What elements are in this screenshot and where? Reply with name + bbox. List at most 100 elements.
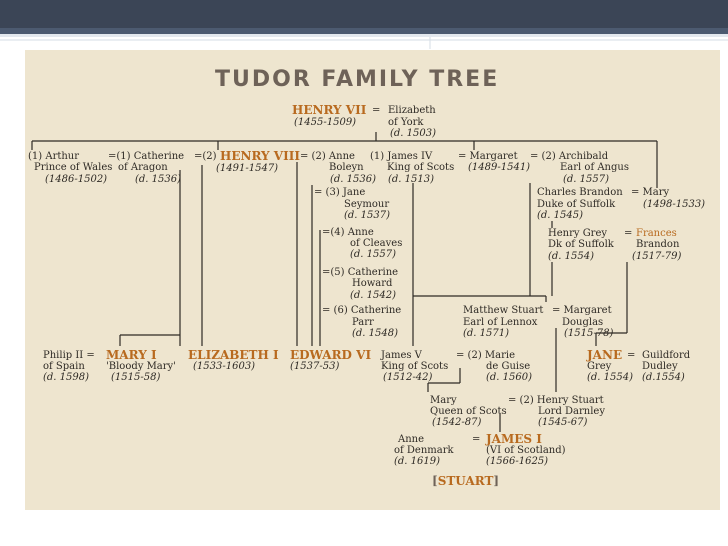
james-v-dates: (1512-42) [383,372,433,383]
marie-guise-dates: (d. 1560) [486,372,533,383]
stuart-bracket-close: ] [493,474,500,488]
catherine-aragon-l2: of Aragon [118,162,168,173]
james-iv-l1: (1) James IV [370,151,433,162]
marie-guise-l2: de Guise [486,361,531,372]
anne-cleves-l1: =(4) Anne [322,227,374,238]
slide-panel [25,50,720,510]
marie-guise-l1: = (2) Marie [456,350,515,361]
darnley-l1: = (2) Henry Stuart [508,395,604,406]
frances-l2: Brandon [636,239,680,250]
margaret-douglas-l2: Douglas [562,317,604,328]
james-iv-dates: (d. 1513) [388,174,435,185]
henry-vii-equals: = [372,105,381,116]
stuart-label: [STUART] [432,475,499,488]
henry-grey-dates: (d. 1554) [548,251,595,262]
james-iv-l2: King of Scots [387,162,455,173]
charles-brandon-l1: Charles Brandon [537,187,623,198]
mary-i-name: MARY I [106,348,157,362]
mary-scots-dates: (1542-87) [432,417,482,428]
anne-boleyn-l2: Boleyn [329,162,364,173]
catherine-aragon-eq2: =(2) [194,151,217,162]
edward-vi-dates: (1537-53) [290,361,340,372]
frances-equals: = [624,228,633,239]
anne-denmark-l1: Anne [398,434,425,445]
philip-ii-l1: Philip II = [43,350,95,361]
darnley-l2: Lord Darnley [538,406,605,417]
anne-denmark-l2: of Denmark [394,445,454,456]
elizabeth-i-name: ELIZABETH I [188,348,279,362]
edward-vi-name: EDWARD VI [290,348,372,362]
anne-boleyn-dates: (d. 1536) [330,174,377,185]
guildford-l2: Dudley [642,361,678,372]
darnley-dates: (1545-67) [538,417,588,428]
henry-viii-equals-anne: = (2) Anne [300,151,355,162]
frances-l1: Frances [636,228,677,239]
archibald-l1: = (2) Archibald [530,151,609,162]
henry-vii-dates: (1455-1509) [294,117,357,128]
elizabeth-i-dates: (1533-1603) [193,361,256,372]
philip-ii-l2: of Spain [43,361,85,372]
henry-viii-dates: (1491-1547) [216,163,279,174]
decorative-corner-lines [0,37,728,49]
arthur-dates: (1486-1502) [45,174,108,185]
title-bar-highlight [0,34,728,37]
anne-cleves-l2: of Cleaves [350,238,403,249]
catherine-aragon-dates: (d. 1536) [135,174,182,185]
mary-scots-l2: Queen of Scots [430,406,507,417]
charles-brandon-l2: Duke of Suffolk [537,199,616,210]
james-i-l2: (VI of Scotland) [486,445,566,456]
james-i-name: JAMES I [486,432,542,446]
guildford-dates: (d.1554) [642,372,685,383]
catherine-howard-dates: (d. 1542) [350,290,397,301]
catherine-parr-l1: = (6) Catherine [322,305,402,316]
arthur-l2: Prince of Wales [34,162,113,173]
jane-grey-l2: Grey [587,361,612,372]
mary-i-dates: (1515-58) [111,372,161,383]
jane-seymour-dates: (d. 1537) [344,210,391,221]
elizabeth-york-dates: (d. 1503) [390,128,437,139]
jane-grey-name: JANE [587,348,623,362]
henry-viii-name: HENRY VIII [220,149,300,163]
margaret-tudor-l1: = Margaret [458,151,518,162]
margaret-tudor-dates: (1489-1541) [468,162,531,173]
mary-tudor-dates: (1498-1533) [643,199,706,210]
margaret-douglas-dates: (1515-78) [564,328,614,339]
catherine-aragon-l1: =(1) Catherine [108,151,185,162]
catherine-parr-dates: (d. 1548) [352,328,399,339]
james-i-equals: = [472,434,481,445]
henry-grey-l1: Henry Grey [548,228,608,239]
title-bar-accent [0,28,728,34]
page-title: TUDOR FAMILY TREE [215,67,500,92]
frances-dates: (1517-79) [632,251,682,262]
james-v-l2: King of Scots [381,361,449,372]
archibald-l2: Earl of Angus [560,162,629,173]
stuart-name: STUART [437,474,494,488]
matthew-stuart-dates: (d. 1571) [463,328,510,339]
arthur-l1: (1) Arthur [28,151,80,162]
title-bar [0,0,728,28]
henry-grey-l2: Dk of Suffolk [548,239,614,250]
jane-grey-dates: (d. 1554) [587,372,634,383]
anne-denmark-dates: (d. 1619) [394,456,441,467]
mary-scots-l1: Mary [430,395,457,406]
matthew-stuart-l2: Earl of Lennox [463,317,538,328]
mary-i-l2: 'Bloody Mary' [106,361,176,372]
jane-grey-equals: = [627,350,636,361]
philip-ii-dates: (d. 1598) [43,372,90,383]
guildford-l1: Guildford [642,350,691,361]
jane-seymour-l1: = (3) Jane [314,187,366,198]
margaret-douglas-l1: = Margaret [552,305,612,316]
catherine-howard-l1: =(5) Catherine [322,267,399,278]
catherine-howard-l2: Howard [352,278,393,289]
archibald-dates: (d. 1557) [563,174,610,185]
catherine-parr-l2: Parr [352,317,374,328]
james-v-l1: James V [381,350,422,361]
anne-cleves-dates: (d. 1557) [350,249,397,260]
james-i-dates: (1566-1625) [486,456,549,467]
henry-vii-name: HENRY VII [292,103,367,117]
elizabeth-york-l2: of York [388,117,424,128]
elizabeth-york-l1: Elizabeth [388,105,436,116]
jane-seymour-l2: Seymour [344,199,390,210]
charles-brandon-dates: (d. 1545) [537,210,584,221]
